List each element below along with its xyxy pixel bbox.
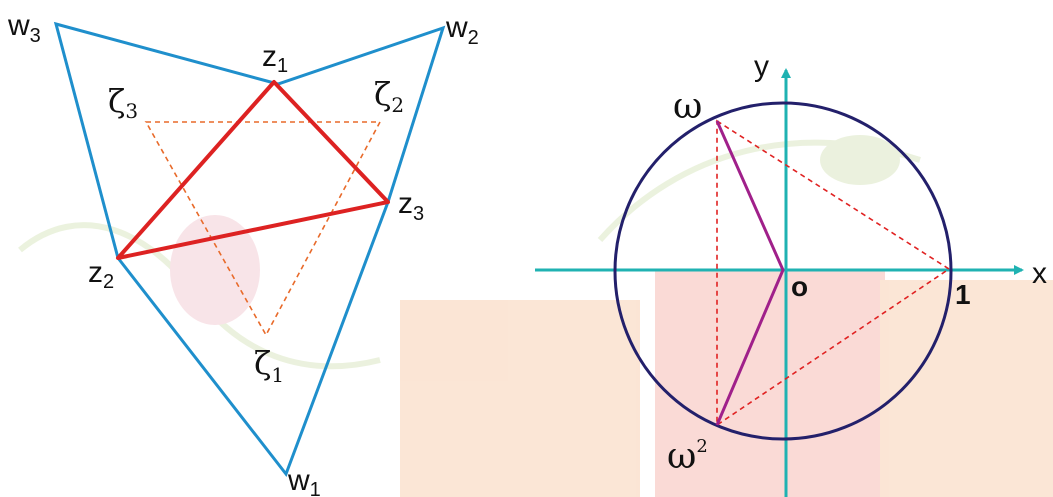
unit-circle <box>613 101 953 441</box>
watermark-block-right <box>880 280 1053 497</box>
label-zeta3: ζ3 <box>108 82 138 123</box>
dashed-triangle-zeta <box>144 121 382 337</box>
watermark-vine-left <box>18 222 381 370</box>
one-label: 1 <box>955 279 971 310</box>
label-w3: w3 <box>7 9 41 47</box>
omega-squared-label: ω2 <box>667 436 708 477</box>
origin-label: o <box>791 271 808 302</box>
watermark-block-left <box>400 300 640 497</box>
y-axis-label: y <box>754 50 769 83</box>
omega-chords <box>715 120 785 426</box>
label-z1: z1 <box>262 40 288 77</box>
label-w1: w1 <box>287 464 321 497</box>
background-watermark <box>18 135 1053 497</box>
watermark-leaf <box>820 135 900 185</box>
label-z2: z2 <box>88 256 114 293</box>
label-zeta1: ζ1 <box>254 344 284 387</box>
label-zeta2: ζ2 <box>374 75 404 117</box>
right-figure: y x o 1 ω ω2 <box>535 50 1047 497</box>
x-axis-label: x <box>1032 257 1047 290</box>
omega-label: ω <box>673 86 702 127</box>
watermark-vine-right <box>597 139 921 242</box>
watermark-block-middle <box>655 270 885 497</box>
inner-triangle-z1z2z3 <box>116 80 390 260</box>
label-z3: z3 <box>398 187 424 225</box>
dashed-triangle-roots <box>716 119 951 427</box>
label-w2: w2 <box>445 11 479 49</box>
left-figure: w3 w2 w1 z1 z3 z2 ζ3 ζ2 <box>7 9 479 497</box>
